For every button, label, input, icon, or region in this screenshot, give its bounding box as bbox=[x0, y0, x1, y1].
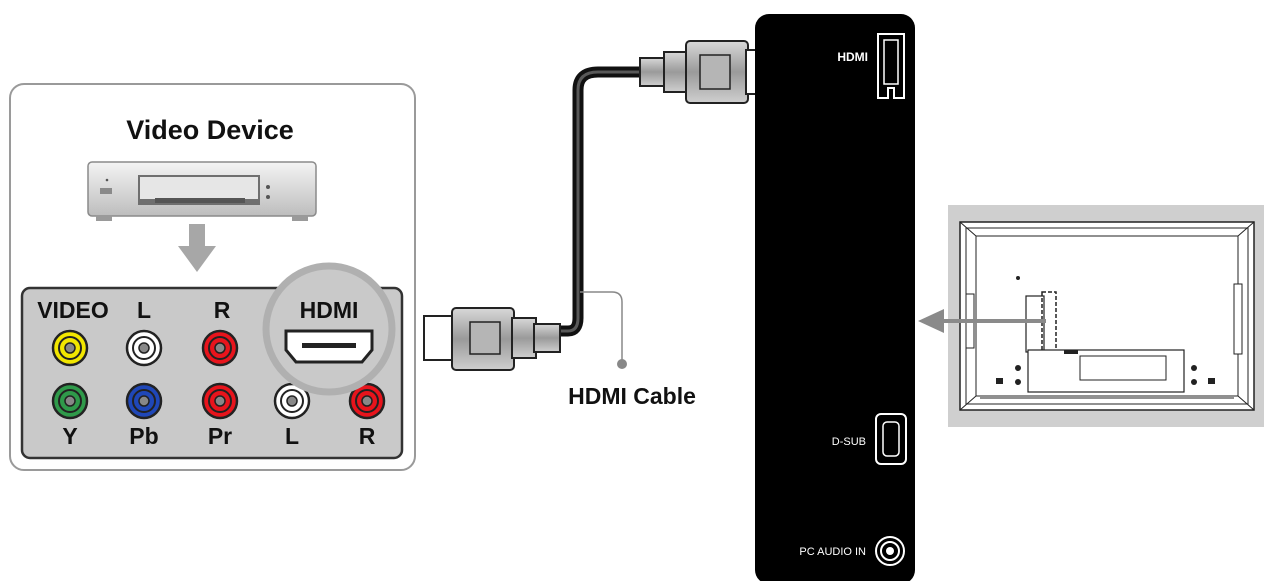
jack-pr bbox=[201, 382, 239, 420]
jack-audio-l-bottom bbox=[273, 382, 311, 420]
jack-label-l-bottom: L bbox=[285, 423, 299, 449]
cable-callout-line bbox=[580, 291, 623, 362]
hdmi-plug-left bbox=[423, 307, 561, 371]
jack-audio-r-bottom bbox=[348, 382, 386, 420]
jack-label-video: VIDEO bbox=[37, 297, 109, 323]
jack-label-pr: Pr bbox=[208, 423, 232, 449]
tv-back-illustration bbox=[918, 205, 1264, 427]
jack-video bbox=[51, 329, 89, 367]
cable-callout-dot bbox=[617, 359, 627, 369]
jack-label-l-top: L bbox=[137, 297, 151, 323]
hdmi-port-label: HDMI bbox=[300, 297, 359, 323]
jack-label-y: Y bbox=[62, 423, 77, 449]
jack-pb bbox=[125, 382, 163, 420]
hdmi-cable: HDMI Cable bbox=[423, 40, 757, 409]
tv-dsub-port-icon bbox=[875, 413, 907, 465]
tv-panel-bg bbox=[755, 14, 915, 581]
tv-audio-label: PC AUDIO IN bbox=[799, 546, 866, 558]
hdmi-port-magnifier: HDMI bbox=[262, 262, 396, 396]
left-arrow-icon bbox=[918, 309, 1046, 333]
device-title: Video Device bbox=[126, 115, 294, 145]
video-device-group: Video Device VIDEO L R bbox=[9, 83, 416, 471]
jack-label-r-top: R bbox=[214, 297, 231, 323]
tv-hdmi-port-icon bbox=[877, 33, 905, 99]
video-player-icon bbox=[87, 161, 317, 221]
jack-audio-l-top bbox=[125, 329, 163, 367]
jack-y bbox=[51, 382, 89, 420]
jack-label-pb: Pb bbox=[129, 423, 158, 449]
tv-hdmi-label: HDMI bbox=[837, 50, 868, 64]
jacks-panel: VIDEO L R bbox=[20, 262, 404, 460]
jack-audio-r-top bbox=[201, 329, 239, 367]
tv-dsub-label: D-SUB bbox=[832, 436, 866, 448]
cable-label: HDMI Cable bbox=[568, 383, 696, 409]
jack-label-r-bottom: R bbox=[359, 423, 376, 449]
tv-audio-jack-icon bbox=[875, 536, 905, 566]
down-arrow-icon bbox=[178, 224, 216, 272]
tv-side-panel: HDMI D-SUB PC AUDIO IN bbox=[755, 14, 915, 581]
hdmi-plug-right bbox=[639, 40, 757, 104]
